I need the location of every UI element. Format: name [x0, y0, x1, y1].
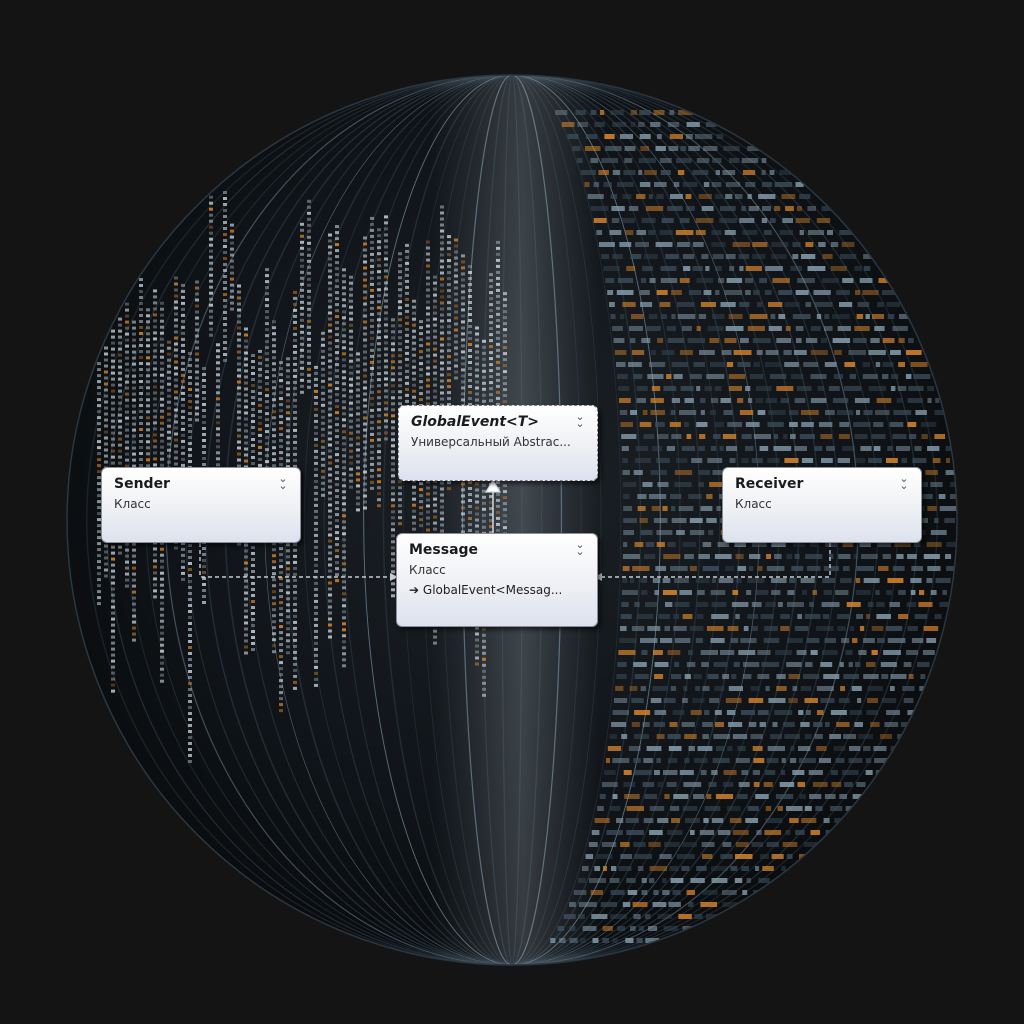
double-chevron-down-icon[interactable]: ⌄⌄: [899, 472, 909, 492]
receiver-class-box[interactable]: Receiver Класс ⌄⌄: [722, 467, 922, 543]
message-title: Message: [409, 542, 479, 558]
message-subtitle: Класс: [409, 563, 446, 577]
message-inherits-row: ➔ GlobalEvent<Messag...: [409, 580, 585, 600]
global-event-class-box[interactable]: GlobalEvent<T> Универсальный Abstrac... …: [398, 405, 598, 481]
sender-title: Sender: [114, 476, 170, 492]
global-event-title: GlobalEvent<T>: [411, 414, 540, 430]
global-event-subtitle: Универсальный Abstrac...: [411, 435, 571, 449]
sender-class-box[interactable]: Sender Класс ⌄⌄: [101, 467, 301, 543]
receiver-subtitle: Класс: [735, 497, 772, 511]
arrow-right-icon: ➔: [409, 583, 420, 597]
message-inherits-label: GlobalEvent<Messag...: [422, 583, 563, 597]
sender-subtitle: Класс: [114, 497, 151, 511]
double-chevron-down-icon[interactable]: ⌄⌄: [575, 538, 585, 558]
message-class-box[interactable]: Message Класс ➔ GlobalEvent<Messag... ⌄⌄: [396, 533, 598, 627]
receiver-title: Receiver: [735, 476, 804, 492]
double-chevron-down-icon[interactable]: ⌄⌄: [278, 472, 288, 492]
double-chevron-down-icon[interactable]: ⌄⌄: [575, 410, 585, 430]
